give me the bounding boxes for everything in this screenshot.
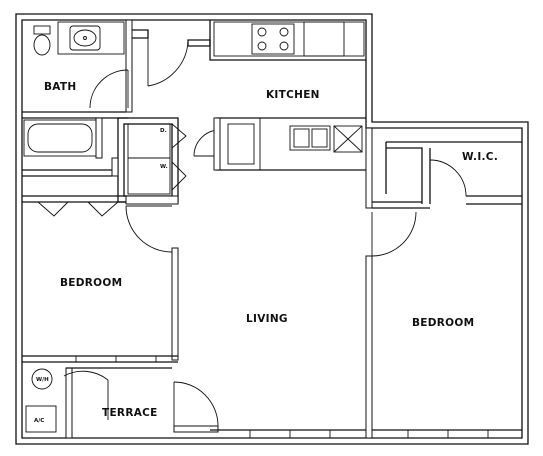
room-label-living: LIVING: [246, 313, 288, 325]
bathtub: [23, 117, 103, 159]
room-label-bedroom-right: BEDROOM: [412, 317, 474, 329]
exterior-walls: [15, 13, 529, 445]
room-label-bedroom-left: BEDROOM: [60, 277, 122, 289]
hall-door: [132, 29, 211, 87]
room-label-bath: BATH: [44, 81, 76, 93]
left-bedroom-south: [22, 355, 178, 363]
left-bedroom-closet: [22, 157, 179, 361]
bath-area: [22, 19, 133, 119]
label-dryer: D.: [160, 128, 167, 134]
label-water-heater: W/H: [36, 377, 49, 383]
right-bedroom-area: [365, 127, 522, 439]
room-label-wic: W.I.C.: [462, 151, 498, 163]
kitchen-area: [193, 20, 366, 171]
laundry-closet: [117, 117, 187, 203]
label-ac: A/C: [34, 418, 44, 424]
room-label-kitchen: KITCHEN: [266, 89, 320, 101]
terrace-area: [25, 367, 366, 439]
room-label-terrace: TERRACE: [102, 407, 158, 419]
label-washer: W.: [160, 164, 168, 170]
